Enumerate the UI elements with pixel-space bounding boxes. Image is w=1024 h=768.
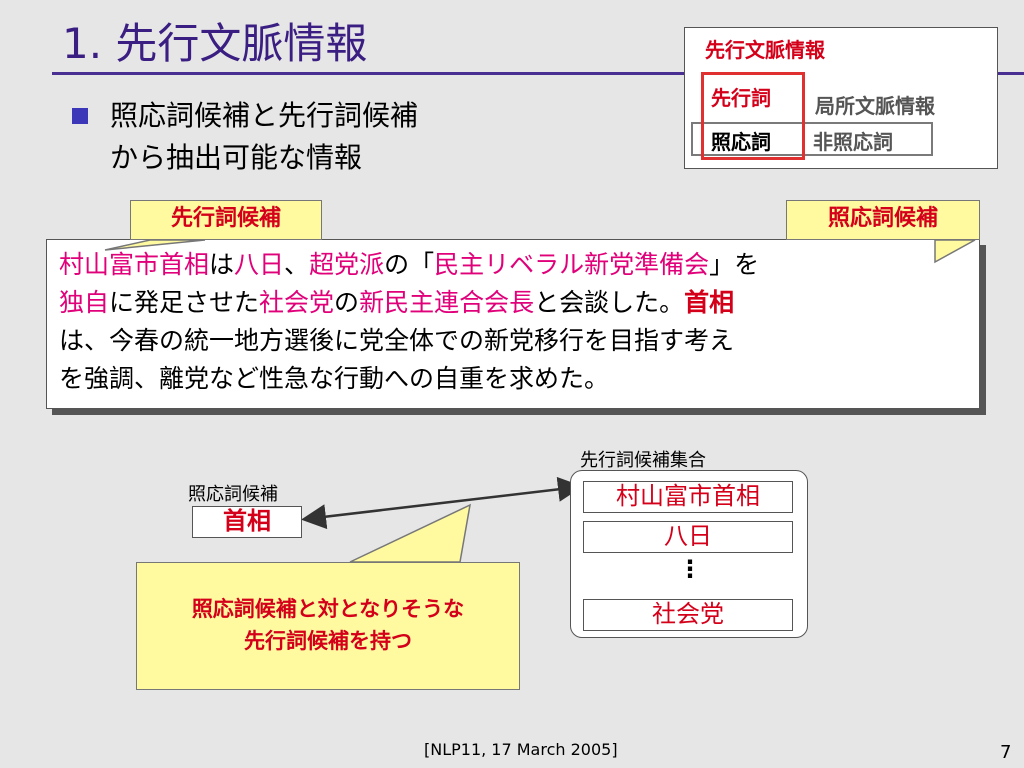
mention-chotoha: 超党派 [309,250,385,279]
explanation-note: 照応詞候補と対となりそうな 先行詞候補を持つ [136,562,520,690]
legend-non-anaphor: 非照応詞 [813,130,893,154]
bullet-text-line1: 照応詞候補と先行詞候補 [110,99,419,132]
antecedent-set-container: 村山富市首相 八日 ⋮ 社会党 [570,470,808,638]
candidate-ellipsis: ⋮ [678,555,702,583]
mention-minshu-liberal: 民主リベラル新党準備会 [434,250,710,279]
callout-antecedent-candidate: 先行詞候補 [130,200,322,240]
mention-youka: 八日 [234,250,285,279]
note-line1: 照応詞候補と対となりそうな [191,597,465,621]
footer-citation: [NLP11, 17 March 2005] [424,740,618,759]
slide-title: 1. 先行文脈情報 [62,19,368,68]
legend-anaphor: 照応詞 [711,130,771,154]
legend-antecedent: 先行詞 [711,86,771,110]
text-seg: を強調、離党など性急な行動への自重を求めた。 [59,364,610,393]
callout-tail-anaphor [934,239,976,264]
text-seg: は [209,250,235,279]
legend-gray-frame [691,122,933,156]
bullet-text-line2: から抽出可能な情報 [110,141,363,174]
candidate-item: 社会党 [583,599,793,631]
mention-dokuji: 独自 [59,288,110,317]
text-seg: は、今春の統一地方選後に党全体での新党移行を目指す考え [59,326,735,355]
text-seg: 、 [284,250,310,279]
legend-box: 先行文脈情報 先行詞 局所文脈情報 照応詞 非照応詞 [684,27,998,169]
legend-local-context: 局所文脈情報 [815,94,935,118]
text-seg: の [334,288,360,317]
main-text-box: 村山富市首相は八日、超党派の「民主リベラル新党準備会」を独自に発足させた社会党の… [46,239,980,409]
callout-anaphor-candidate: 照応詞候補 [786,200,980,240]
note-line2: 先行詞候補を持つ [244,629,412,653]
mention-shakaito: 社会党 [259,288,335,317]
link-arrow [301,476,583,530]
candidate-item: 村山富市首相 [583,481,793,513]
text-seg: と会談した。 [534,288,685,317]
text-seg: 」を [709,250,760,279]
callout-tail-antecedent [104,239,206,251]
bullet-square-icon [72,108,88,124]
legend-red-frame [701,72,805,160]
title-underline [52,72,1024,75]
mention-shinminshu: 新民主連合会長 [359,288,535,317]
candidate-item: 八日 [583,521,793,553]
legend-title: 先行文脈情報 [705,38,825,62]
anaphor-candidate-label: 照応詞候補 [188,484,278,505]
page-number: 7 [1000,742,1012,763]
text-seg: に発足させた [109,288,260,317]
callout-tail-note [349,503,471,563]
mention-shusho: 首相 [684,288,735,317]
mention-murayama: 村山富市首相 [59,250,210,279]
antecedent-set-label: 先行詞候補集合 [580,450,706,471]
anaphor-candidate-box: 首相 [192,506,302,538]
text-seg: の「 [384,250,435,279]
